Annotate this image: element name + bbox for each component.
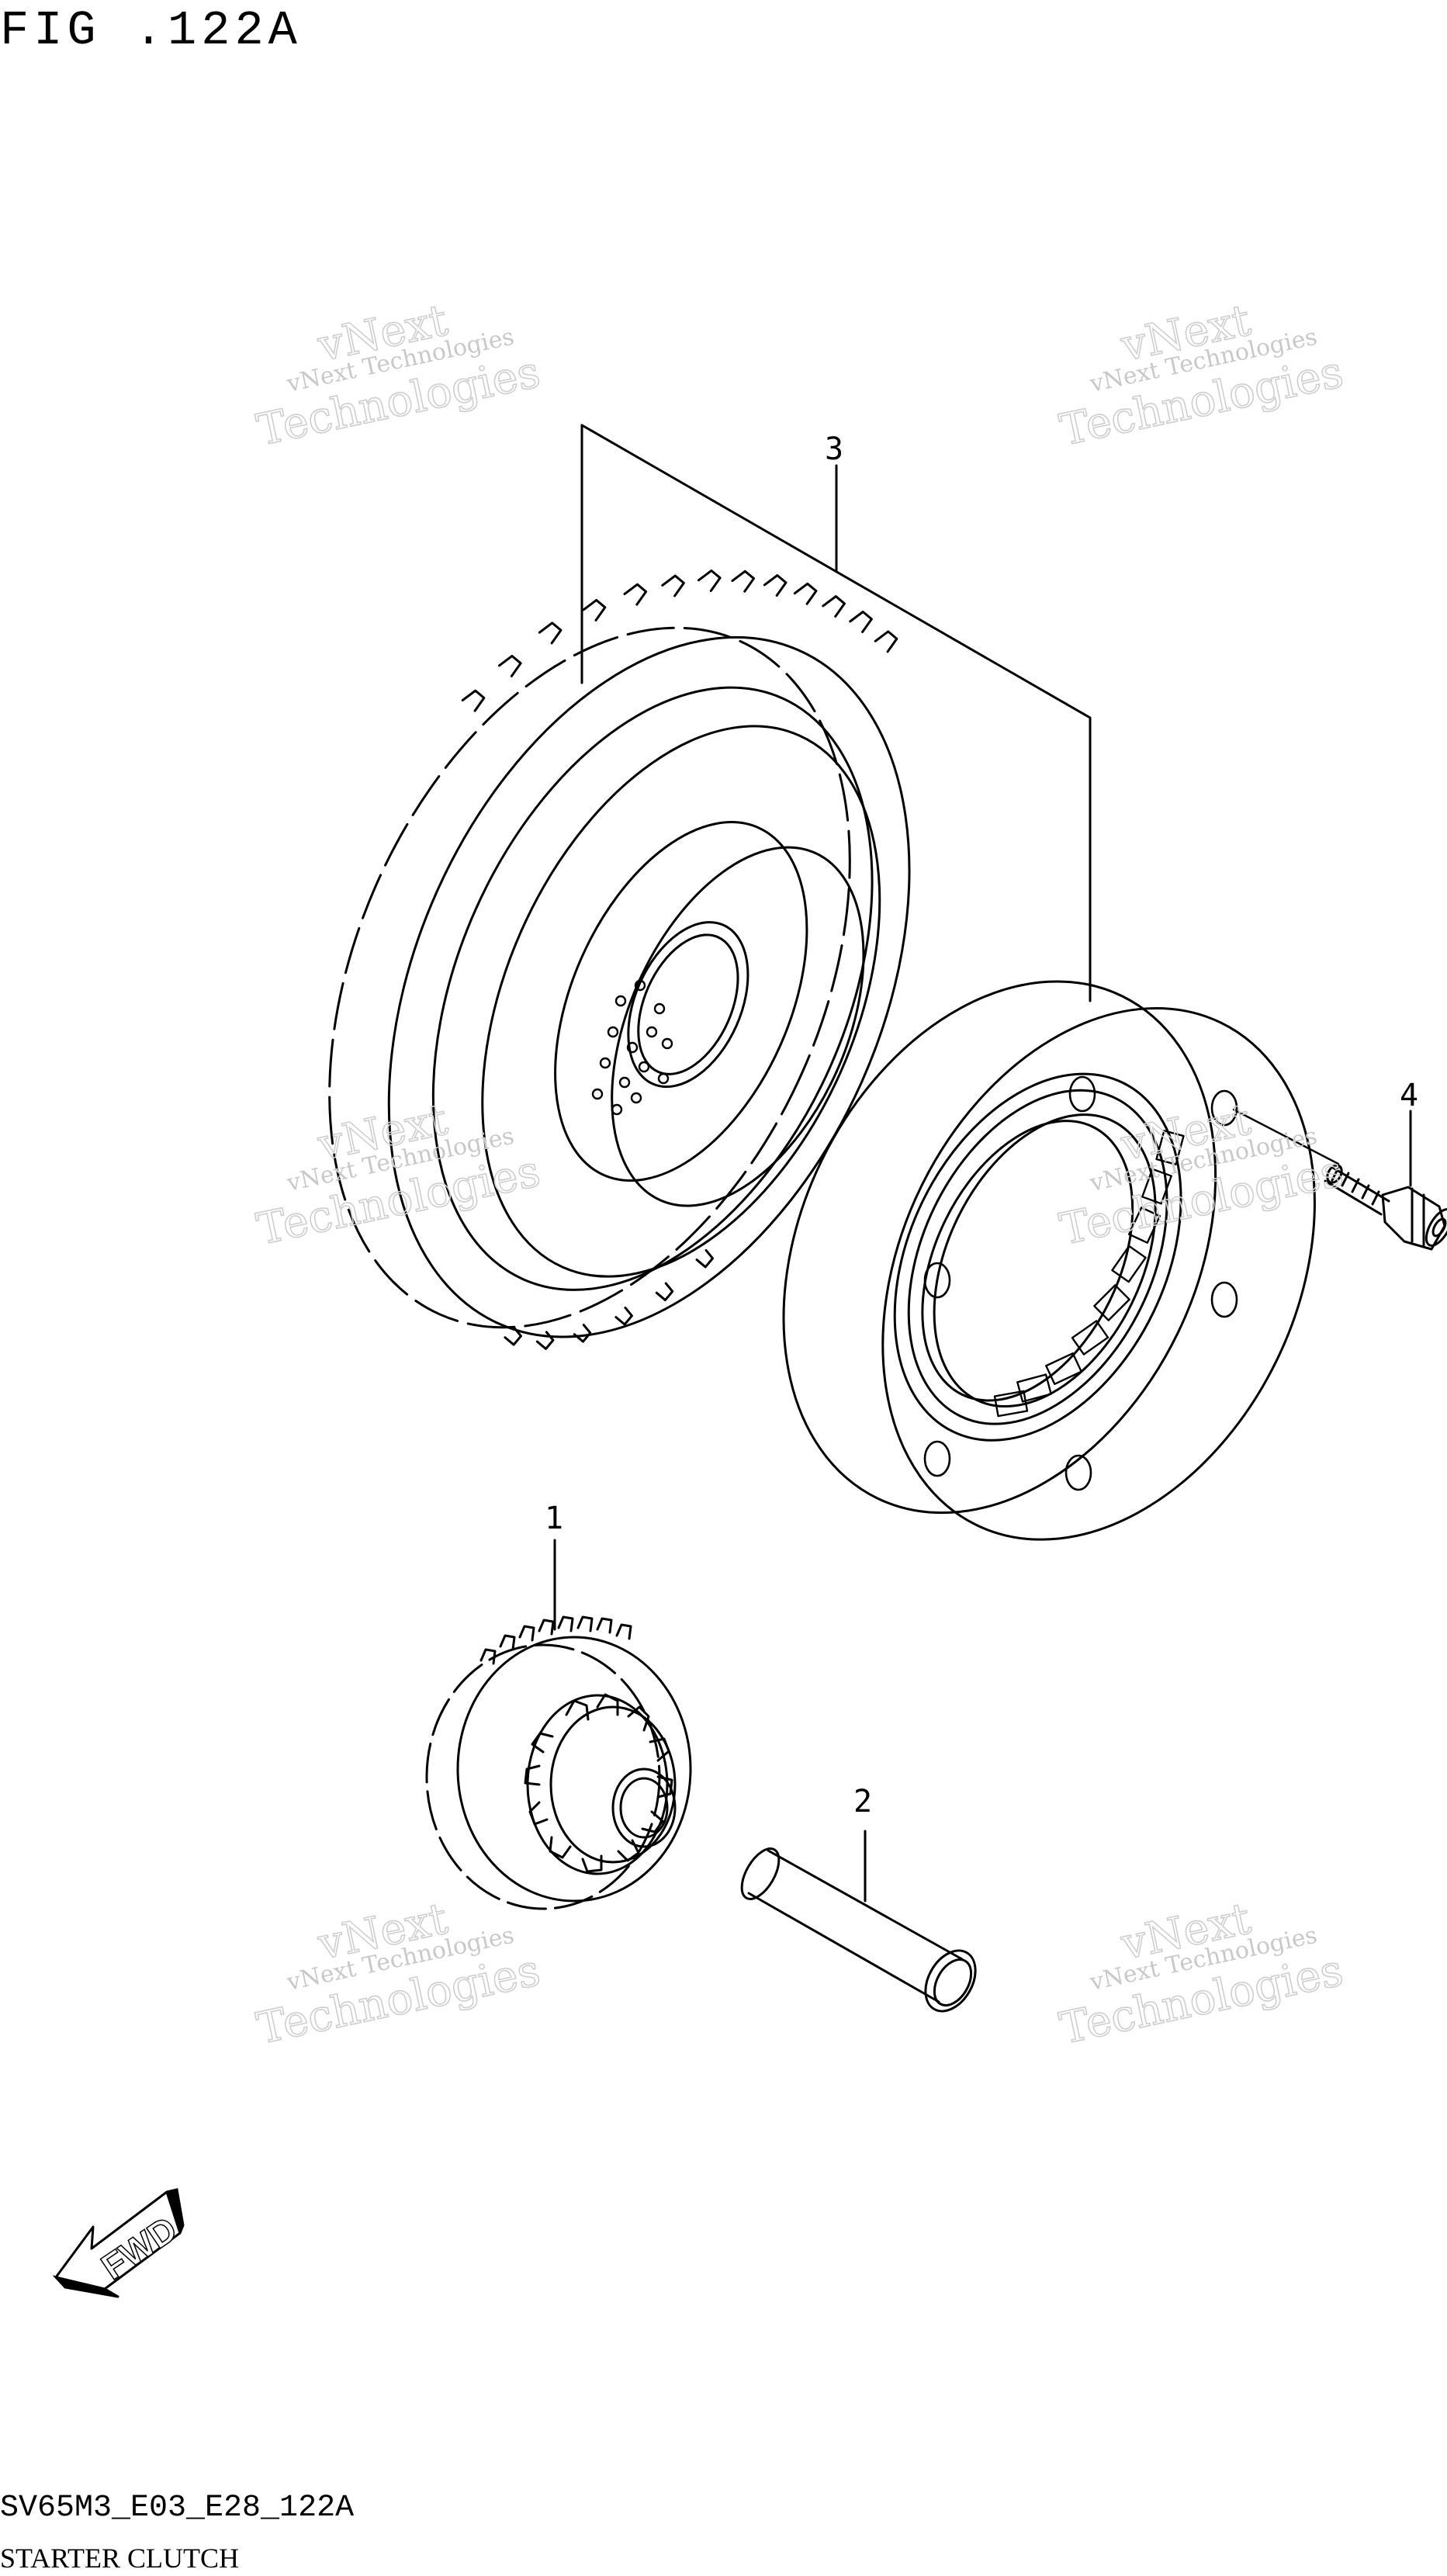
watermark-top-left: vNext vNext Technologies Technologies: [252, 295, 545, 457]
callout-part-4: 4: [1400, 1078, 1418, 1113]
figure-name: STARTER CLUTCH: [0, 2543, 239, 2574]
watermark-mid-right: vNext vNext Technologies Technologies: [1055, 1094, 1348, 1256]
one-way-clutch: [782, 980, 1316, 1541]
watermark-bottom-right: vNext vNext Technologies Technologies: [1055, 1893, 1348, 2055]
figure-code: SV65M3_E03_E28_122A: [0, 2491, 355, 2526]
callout-part-1: 1: [545, 1501, 563, 1536]
fwd-arrow-icon: FWD: [52, 2188, 185, 2298]
bolt: [1232, 1108, 1447, 1251]
leader-part-3: [580, 424, 1092, 1002]
callout-part-2: 2: [853, 1784, 872, 1819]
watermark-mid-left: vNext vNext Technologies Technologies: [252, 1094, 545, 1256]
watermark-top-right: vNext vNext Technologies Technologies: [1055, 295, 1348, 457]
starter-idle-gear: [425, 1615, 692, 1910]
idle-gear-shaft: [740, 1847, 977, 2013]
callout-part-3: 3: [825, 431, 843, 467]
watermark-bottom-left: vNext vNext Technologies Technologies: [252, 1893, 545, 2055]
starter-driven-gear: [328, 569, 911, 1350]
gear-hub-needle-bearing: [591, 979, 673, 1116]
figure-title: FIG .122A: [0, 3, 302, 58]
